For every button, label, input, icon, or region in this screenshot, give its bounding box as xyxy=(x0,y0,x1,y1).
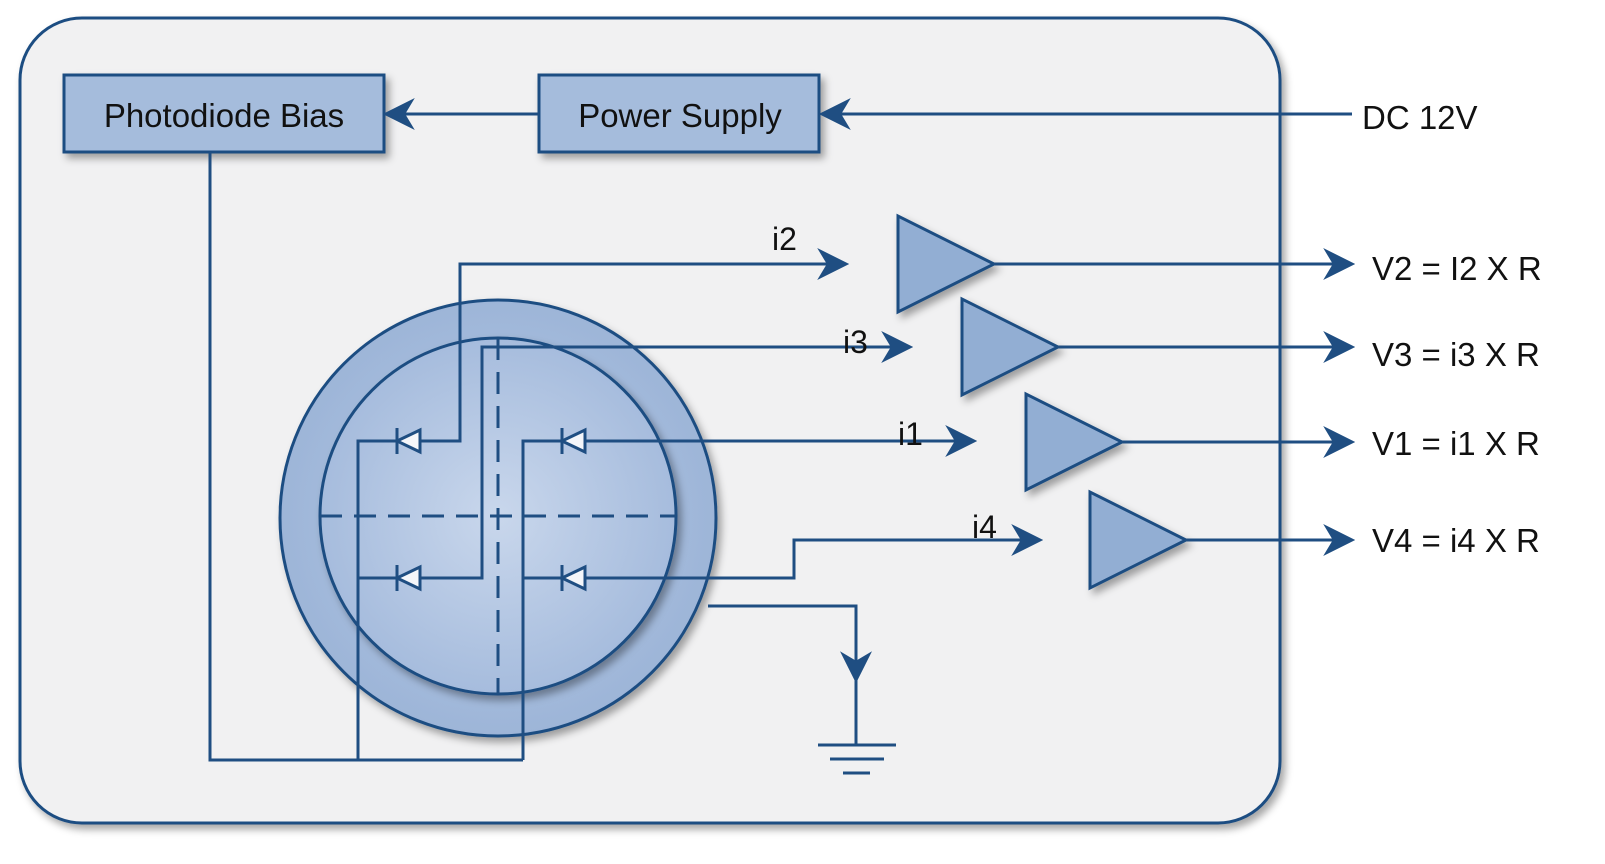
current-label-i1: i1 xyxy=(898,416,923,452)
power-supply-label: Power Supply xyxy=(578,97,782,134)
quadrant-photodiode xyxy=(278,298,718,738)
amplifier-icon xyxy=(1088,489,1190,591)
bias-wire-q1 xyxy=(521,439,561,760)
ground-icon xyxy=(818,680,896,775)
signal-wire-i2 xyxy=(420,248,850,443)
output-label-v3: V3 = i3 X R xyxy=(1372,336,1540,373)
output-label-v1: V1 = i1 X R xyxy=(1372,425,1540,462)
amplifier-icon xyxy=(896,213,998,315)
output-label-v4: V4 = i4 X R xyxy=(1372,522,1540,559)
signal-wire-i3 xyxy=(420,331,914,580)
current-label-i4: i4 xyxy=(972,509,997,545)
power-supply-block: Power Supply xyxy=(537,73,821,154)
ground-wire xyxy=(708,604,872,684)
output-label-v2: V2 = I2 X R xyxy=(1372,250,1542,287)
signal-wire-i4 xyxy=(585,524,1044,580)
photodiode-bias-label: Photodiode Bias xyxy=(104,97,344,134)
amplifier-icon xyxy=(960,296,1062,398)
amplifier-icon xyxy=(1024,391,1126,493)
photodiode-bias-block: Photodiode Bias xyxy=(62,73,386,154)
current-label-i2: i2 xyxy=(772,221,797,257)
current-label-i3: i3 xyxy=(843,324,868,360)
bias-return-wire xyxy=(208,152,523,762)
dc-input-label: DC 12V xyxy=(1362,99,1478,136)
bias-wire-q2 xyxy=(356,439,396,760)
